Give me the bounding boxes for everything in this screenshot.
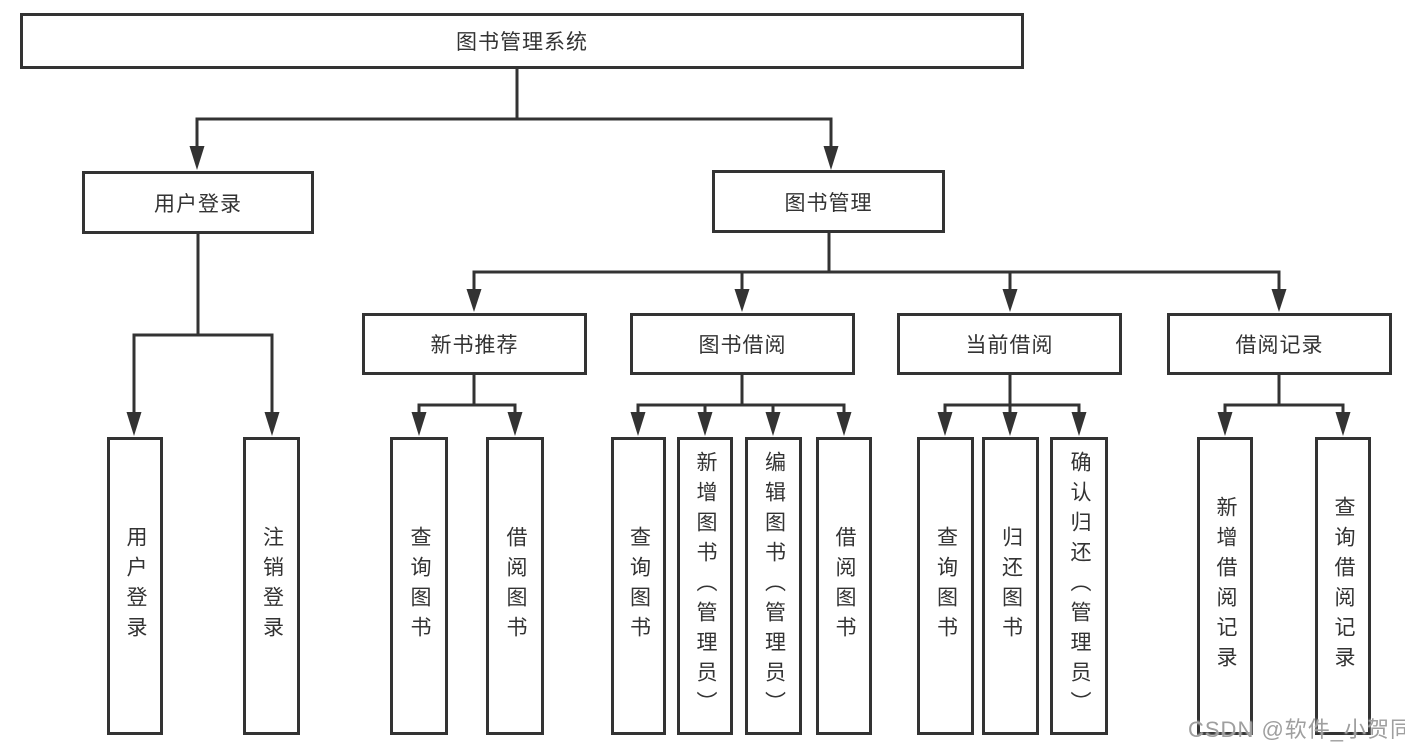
leaf-node-edit-books-admin: 编辑图书（管理员） [745, 437, 802, 735]
leaf-node-return-books: 归还图书 [982, 437, 1039, 735]
leaf-node-query-books-borrow: 查询图书 [611, 437, 666, 735]
leaf-label: 注销登录 [260, 526, 284, 646]
leaf-node-query-borrow-record: 查询借阅记录 [1315, 437, 1371, 735]
leaf-label: 借阅图书 [504, 526, 527, 646]
leaf-node-borrow-books: 借阅图书 [816, 437, 872, 735]
csdn-watermark: CSDN @软件_小贺同学 [1188, 717, 1405, 742]
node-new-book-recommendation: 新书推荐 [362, 313, 587, 375]
leaf-label: 新增借阅记录 [1214, 496, 1237, 676]
leaf-label: 新增图书（管理员） [694, 451, 717, 721]
leaf-node-query-books-recommend: 查询图书 [390, 437, 448, 735]
leaf-label: 查询图书 [627, 526, 651, 646]
leaf-node-confirm-return-admin: 确认归还（管理员） [1050, 437, 1108, 735]
leaf-label: 用户登录 [124, 526, 147, 646]
leaf-node-user-login: 用户登录 [107, 437, 163, 735]
branch-node-book-management: 图书管理 [712, 170, 945, 233]
root-node-library-management-system: 图书管理系统 [20, 13, 1024, 69]
leaf-label: 借阅图书 [833, 526, 856, 646]
leaf-label: 归还图书 [999, 526, 1023, 646]
leaf-label: 查询图书 [408, 526, 431, 646]
leaf-label: 编辑图书（管理员） [762, 451, 786, 721]
leaf-node-borrow-books-recommend: 借阅图书 [486, 437, 544, 735]
node-borrowing-records: 借阅记录 [1167, 313, 1392, 375]
node-current-borrowing: 当前借阅 [897, 313, 1122, 375]
leaf-node-add-books-admin: 新增图书（管理员） [677, 437, 733, 735]
leaf-node-add-borrow-record: 新增借阅记录 [1197, 437, 1253, 735]
node-book-borrowing: 图书借阅 [630, 313, 855, 375]
branch-node-user-login: 用户登录 [82, 171, 314, 234]
leaf-node-logout: 注销登录 [243, 437, 300, 735]
leaf-node-query-books-current: 查询图书 [917, 437, 974, 735]
leaf-label: 查询图书 [934, 526, 958, 646]
leaf-label: 确认归还（管理员） [1068, 451, 1091, 721]
leaf-label: 查询借阅记录 [1332, 496, 1355, 676]
